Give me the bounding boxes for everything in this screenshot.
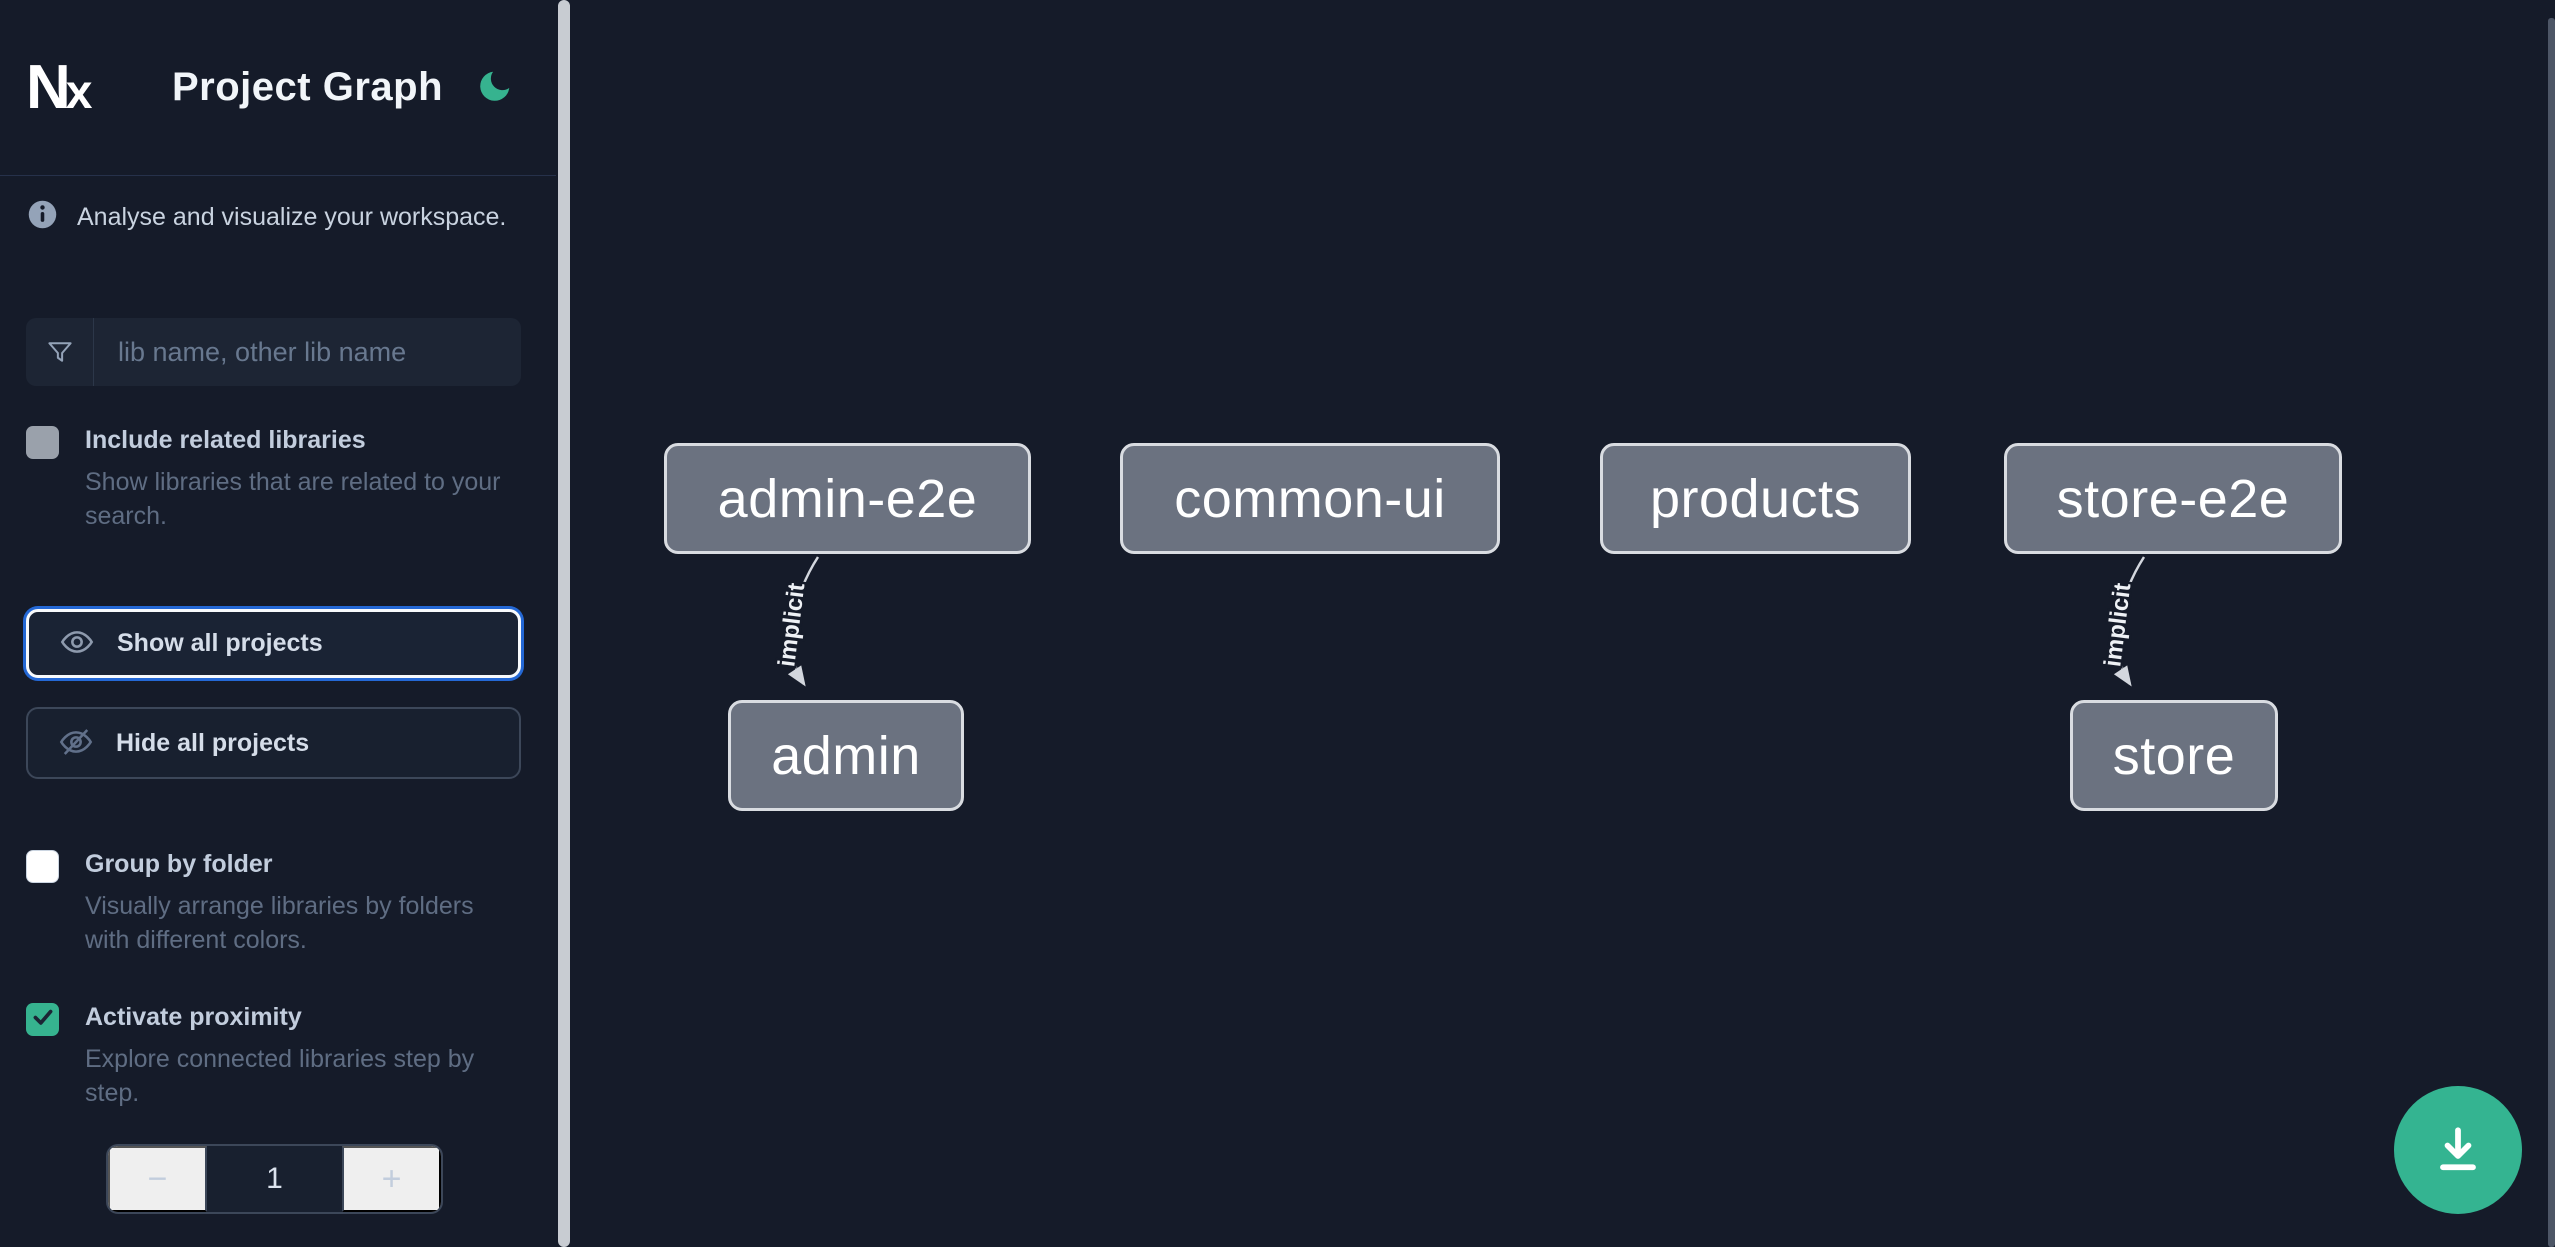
activate-proximity-label: Activate proximity <box>85 1003 302 1031</box>
hide-all-projects-button[interactable]: Hide all projects <box>26 707 521 779</box>
sidebar: Nx Project Graph Analyse and visualize y… <box>0 0 556 1247</box>
include-related-checkbox[interactable] <box>26 426 59 459</box>
download-image-button[interactable] <box>2394 1086 2522 1214</box>
sidebar-scrollbar[interactable] <box>557 0 571 1247</box>
decrement-button[interactable]: − <box>108 1146 207 1212</box>
nx-logo-x: x <box>65 66 93 119</box>
funnel-icon <box>26 318 94 386</box>
proximity-depth-value: 1 <box>266 1162 283 1195</box>
include-related-description: Show libraries that are related to your … <box>85 467 501 530</box>
project-node-admin-e2e[interactable]: admin-e2e <box>664 443 1031 554</box>
show-all-projects-label: Show all projects <box>117 629 323 657</box>
nx-logo-n: N <box>26 53 71 122</box>
window-scrollbar[interactable] <box>2548 18 2555 1247</box>
project-node-common-ui[interactable]: common-ui <box>1120 443 1500 554</box>
activate-proximity-description: Explore connected libraries step by step… <box>85 1044 475 1107</box>
group-by-folder-description: Visually arrange libraries by folders wi… <box>85 891 474 954</box>
project-graph-canvas[interactable] <box>571 0 2555 1247</box>
project-node-products[interactable]: products <box>1600 443 1911 554</box>
eye-off-icon <box>58 724 94 763</box>
include-related-option[interactable]: Include related libraries Show libraries… <box>26 424 503 533</box>
increment-button[interactable]: + <box>342 1146 441 1212</box>
show-all-projects-button[interactable]: Show all projects <box>26 609 521 678</box>
include-related-label: Include related libraries <box>85 426 366 454</box>
eye-icon <box>59 624 95 663</box>
group-by-folder-checkbox[interactable] <box>26 850 59 883</box>
activate-proximity-option[interactable]: Activate proximity Explore connected lib… <box>26 1001 503 1110</box>
theme-toggle-button[interactable] <box>473 66 517 110</box>
library-filter <box>26 318 521 386</box>
proximity-depth-stepper: − 1 + <box>106 1144 443 1214</box>
checkmark-icon <box>30 1004 56 1035</box>
group-by-folder-option[interactable]: Group by folder Visually arrange librari… <box>26 848 503 957</box>
group-by-folder-label: Group by folder <box>85 850 273 878</box>
nx-logo: Nx <box>26 52 144 123</box>
filter-input[interactable] <box>94 318 521 386</box>
project-node-admin[interactable]: admin <box>728 700 964 811</box>
moon-icon <box>476 67 514 108</box>
download-icon <box>2428 1119 2488 1182</box>
workspace-info-text: Analyse and visualize your workspace. <box>77 202 507 231</box>
project-node-store[interactable]: store <box>2070 700 2278 811</box>
sidebar-header: Nx Project Graph <box>0 0 556 176</box>
workspace-info: Analyse and visualize your workspace. <box>26 198 506 236</box>
hide-all-projects-label: Hide all projects <box>116 728 310 757</box>
project-node-store-e2e[interactable]: store-e2e <box>2004 443 2342 554</box>
page-title: Project Graph <box>172 65 444 109</box>
activate-proximity-checkbox[interactable] <box>26 1003 59 1036</box>
sidebar-scrollbar-thumb[interactable] <box>558 0 570 1247</box>
info-icon <box>26 198 59 236</box>
